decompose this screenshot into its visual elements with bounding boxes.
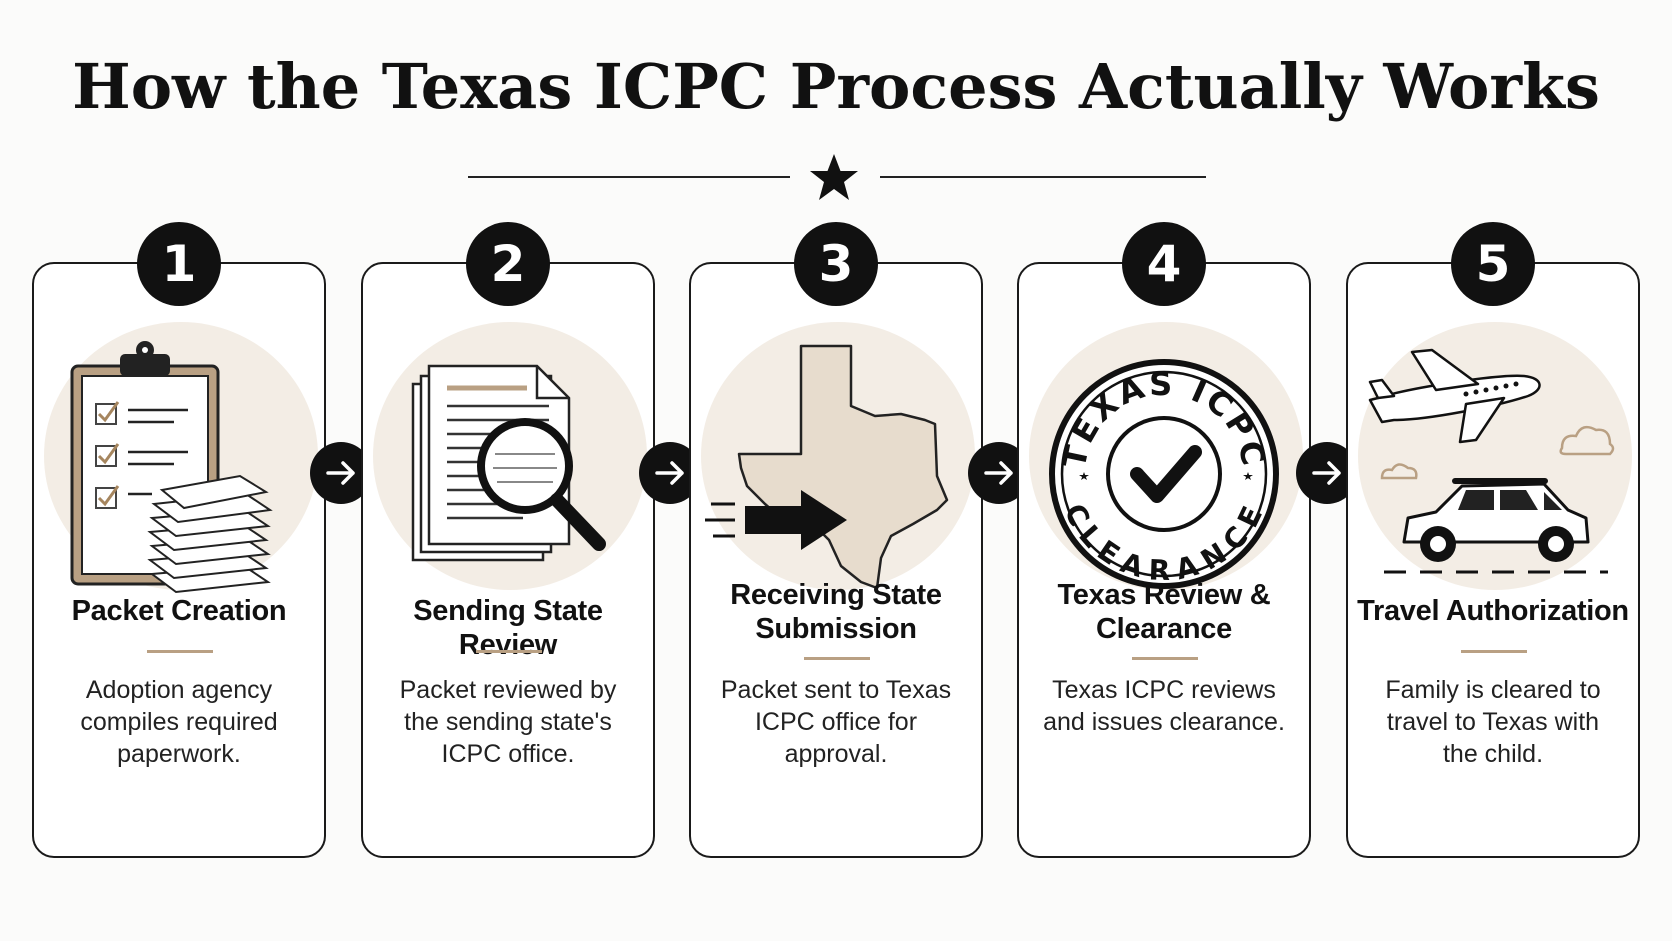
illustration-backdrop (1358, 322, 1632, 590)
step-number-badge: 2 (466, 222, 550, 306)
clipboard-checklist-icon (70, 341, 273, 594)
step-title: Texas Review & Clearance (1057, 579, 1271, 645)
step-card-1: Packet Creation Adoption agency compiles… (32, 262, 326, 858)
title-divider-right (880, 176, 1206, 178)
step-card-3: Receiving State Submission Packet sent t… (689, 262, 983, 858)
step-title: Packet Creation (71, 595, 287, 627)
step-card-4: TEXAS ICPC CLEARANCE Texas Review & Clea… (1017, 262, 1311, 858)
step-description: Packet sent to Texas ICPC office for app… (720, 676, 952, 768)
page-title: How the Texas ICPC Process Actually Work… (72, 50, 1600, 123)
step-description: Texas ICPC reviews and issues clearance. (1043, 676, 1285, 736)
step-title: Travel Authorization (1357, 595, 1629, 627)
step-card-5: Travel Authorization Family is cleared t… (1346, 262, 1640, 858)
star-icon (810, 154, 858, 200)
accent-rule (147, 650, 213, 653)
step-description: Adoption agency compiles required paperw… (80, 676, 278, 768)
accent-rule (1132, 657, 1198, 660)
accent-rule (476, 650, 542, 653)
step-number-badge: 4 (1122, 222, 1206, 306)
step-title: Receiving State Submission (730, 579, 942, 645)
document-magnifier-icon (411, 364, 606, 562)
plane-car-icon (1368, 348, 1615, 574)
step-number-badge: 3 (794, 222, 878, 306)
step-description: Family is cleared to travel to Texas wit… (1385, 676, 1601, 768)
clearance-stamp-icon: TEXAS ICPC CLEARANCE (1049, 359, 1279, 589)
step-title: Sending State Review (413, 595, 603, 661)
title-divider-left (468, 176, 790, 178)
texas-map-arrow-icon (705, 344, 949, 590)
step-number-badge: 5 (1451, 222, 1535, 306)
step-card-2: Sending State Review Packet reviewed by … (361, 262, 655, 858)
step-number-badge: 1 (137, 222, 221, 306)
accent-rule (1461, 650, 1527, 653)
accent-rule (804, 657, 870, 660)
step-description: Packet reviewed by the sending state's I… (399, 676, 617, 768)
